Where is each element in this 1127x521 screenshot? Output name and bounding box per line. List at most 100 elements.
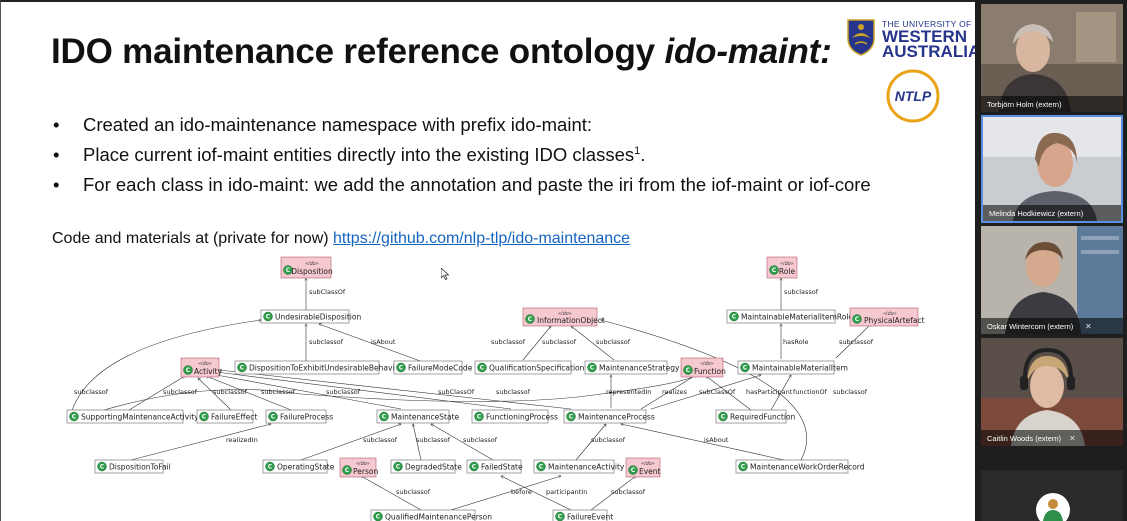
svg-text:subclassof: subclassof (833, 388, 868, 396)
class-node-failure-effect[interactable]: C FailureEffect (196, 409, 257, 424)
participant-name: Melinda Hodkiewicz (extern) (989, 209, 1084, 218)
class-node-maintainable-material-item-role[interactable]: C MaintainableMaterialItemRole (726, 309, 853, 324)
svg-text:DegradedState: DegradedState (405, 463, 462, 472)
svg-text:subclassof: subclassof (839, 338, 874, 346)
class-node-information-object[interactable]: C «ido» InformationObject (522, 307, 605, 327)
uwa-crest-icon (847, 19, 875, 56)
svg-text:subclassof: subclassof (784, 288, 819, 296)
svg-text:before: before (511, 488, 532, 496)
class-node-maintenance-activity[interactable]: C MaintenanceActivity (533, 459, 625, 474)
svg-text:subclassof: subclassof (416, 436, 451, 444)
svg-text:subclassof: subclassof (496, 388, 531, 396)
svg-text:«ido»: «ido» (780, 261, 794, 267)
svg-text:C: C (855, 316, 860, 323)
class-node-role[interactable]: C «ido» Role (766, 256, 798, 279)
participant-tile-partial[interactable] (981, 470, 1123, 521)
class-node-disposition[interactable]: C «ido» Disposition (280, 256, 333, 279)
svg-text:isAbout: isAbout (704, 436, 729, 444)
svg-text:C: C (477, 414, 482, 421)
participant-tile[interactable]: Caitlin Woods (extern) ✕ (981, 338, 1123, 446)
class-node-failed-state[interactable]: C FailedState (466, 459, 523, 474)
svg-text:C: C (480, 365, 485, 372)
svg-text:subClassOf: subClassOf (438, 388, 475, 396)
svg-text:subClassOf: subClassOf (309, 288, 346, 296)
class-node-activity[interactable]: C «ido» Activity (180, 357, 223, 378)
svg-text:subclassof: subclassof (261, 388, 296, 396)
class-node-disposition-to-fail[interactable]: C DispositionToFail (94, 459, 171, 474)
class-node-supporting-maintenance-activity[interactable]: C SupportingMaintenanceActivity (66, 409, 199, 424)
svg-text:OperatingState: OperatingState (277, 463, 335, 472)
class-node-functioning-process[interactable]: C FunctioningProcess (471, 409, 558, 424)
svg-text:C: C (539, 464, 544, 471)
class-node-physical-artefact[interactable]: C «ido» PhysicalArtefact (849, 307, 925, 327)
class-node-failure-mode-code[interactable]: C FailureModeCode (393, 360, 473, 375)
svg-text:C: C (376, 514, 381, 521)
class-node-operating-state[interactable]: C OperatingState (262, 459, 335, 474)
svg-text:Role: Role (779, 267, 796, 276)
svg-text:subclassof: subclassof (74, 388, 109, 396)
participant-tile-active-speaker[interactable]: Melinda Hodkiewicz (extern) (981, 115, 1123, 223)
uwa-logo: THE UNIVERSITY OF WESTERN AUSTRALIA (846, 18, 975, 60)
svg-text:C: C (399, 365, 404, 372)
svg-text:«ido»: «ido» (198, 361, 212, 367)
svg-text:representedIn: representedIn (606, 388, 651, 396)
svg-text:C: C (569, 414, 574, 421)
svg-text:FailedState: FailedState (481, 463, 523, 472)
svg-text:C: C (743, 365, 748, 372)
class-node-function[interactable]: C «ido» Function (680, 357, 726, 378)
svg-text:subclassof: subclassof (463, 436, 498, 444)
class-node-required-function[interactable]: C RequiredFunction (715, 409, 796, 424)
svg-text:C: C (268, 464, 273, 471)
muted-mic-icon: ✕ (1069, 434, 1076, 443)
participant-tile[interactable]: Oskar Wintercorn (extern) ✕ (981, 226, 1123, 334)
participant-tile[interactable]: Torbjörn Holm (extern) (981, 4, 1123, 112)
svg-text:MaintenanceActivity: MaintenanceActivity (548, 463, 625, 472)
svg-text:C: C (741, 464, 746, 471)
class-node-person[interactable]: C «ido» Person (339, 457, 378, 478)
svg-text:RequiredFunction: RequiredFunction (730, 413, 796, 422)
class-node-maintenance-strategy[interactable]: C MaintenanceStrategy (584, 360, 680, 375)
class-node-maintenance-state[interactable]: C MaintenanceState (376, 409, 460, 424)
svg-text:C: C (382, 414, 387, 421)
svg-text:MaintainableMaterialItem: MaintainableMaterialItem (752, 364, 848, 373)
bullet-item: •Place current iof-maint entities direct… (53, 144, 646, 165)
title-italic: ido-maint: (664, 32, 832, 71)
svg-text:subclassof: subclassof (213, 388, 248, 396)
github-link[interactable]: https://github.com/nlp-tlp/ido-maintenan… (333, 230, 631, 247)
svg-text:DispositionToFail: DispositionToFail (109, 463, 171, 472)
svg-text:subclassof: subclassof (542, 338, 577, 346)
class-node-degraded-state[interactable]: C DegradedState (390, 459, 462, 474)
svg-text:subclassof: subclassof (491, 338, 526, 346)
class-node-undesirable-disposition[interactable]: C UndesirableDisposition (260, 309, 361, 324)
svg-text:hasParticipant: hasParticipant (746, 388, 793, 396)
class-node-failure-process[interactable]: C FailureProcess (265, 409, 333, 424)
svg-text:C: C (345, 467, 350, 474)
svg-text:participantIn: participantIn (546, 488, 587, 496)
svg-text:FailureProcess: FailureProcess (280, 413, 333, 422)
class-node-qualification-specification[interactable]: C QualificationSpecification (474, 360, 585, 375)
svg-text:Function: Function (694, 367, 726, 376)
class-node-maintenance-process[interactable]: C MaintenanceProcess (563, 409, 655, 424)
class-node-qualified-maintenance-person[interactable]: C QualifiedMaintenancePerson (370, 509, 492, 521)
svg-text:C: C (558, 514, 563, 521)
svg-text:MaintenanceProcess: MaintenanceProcess (578, 413, 655, 422)
svg-text:C: C (631, 467, 636, 474)
class-node-failure-event[interactable]: C FailureEvent (552, 509, 613, 521)
svg-text:C: C (396, 464, 401, 471)
class-node-maintenance-work-order-record[interactable]: C MaintenanceWorkOrderRecord (735, 459, 865, 474)
svg-text:C: C (472, 464, 477, 471)
svg-text:«ido»: «ido» (883, 311, 897, 317)
bullet-item: •For each class in ido-maint: we add the… (53, 174, 871, 195)
class-node-maintainable-material-item[interactable]: C MaintainableMaterialItem (737, 360, 848, 375)
svg-text:C: C (686, 367, 691, 374)
svg-text:FunctioningProcess: FunctioningProcess (486, 413, 558, 422)
participant-video-background (981, 4, 1123, 112)
class-node-disposition-to-exhibit[interactable]: C DispositionToExhibitUndesirableBehavio… (234, 360, 403, 375)
class-node-event[interactable]: C «ido» Event (625, 457, 661, 478)
uwa-logo-line3: AUSTRALIA (882, 42, 975, 61)
participant-video-strip: Torbjörn Holm (extern) Melinda Hodkiewic… (976, 0, 1127, 521)
bullet-item: •Created an ido-maintenance namespace wi… (53, 114, 593, 135)
svg-text:functionOf: functionOf (793, 388, 828, 396)
ntlp-logo: NTLP (886, 69, 940, 123)
svg-text:FailureEvent: FailureEvent (567, 513, 613, 521)
